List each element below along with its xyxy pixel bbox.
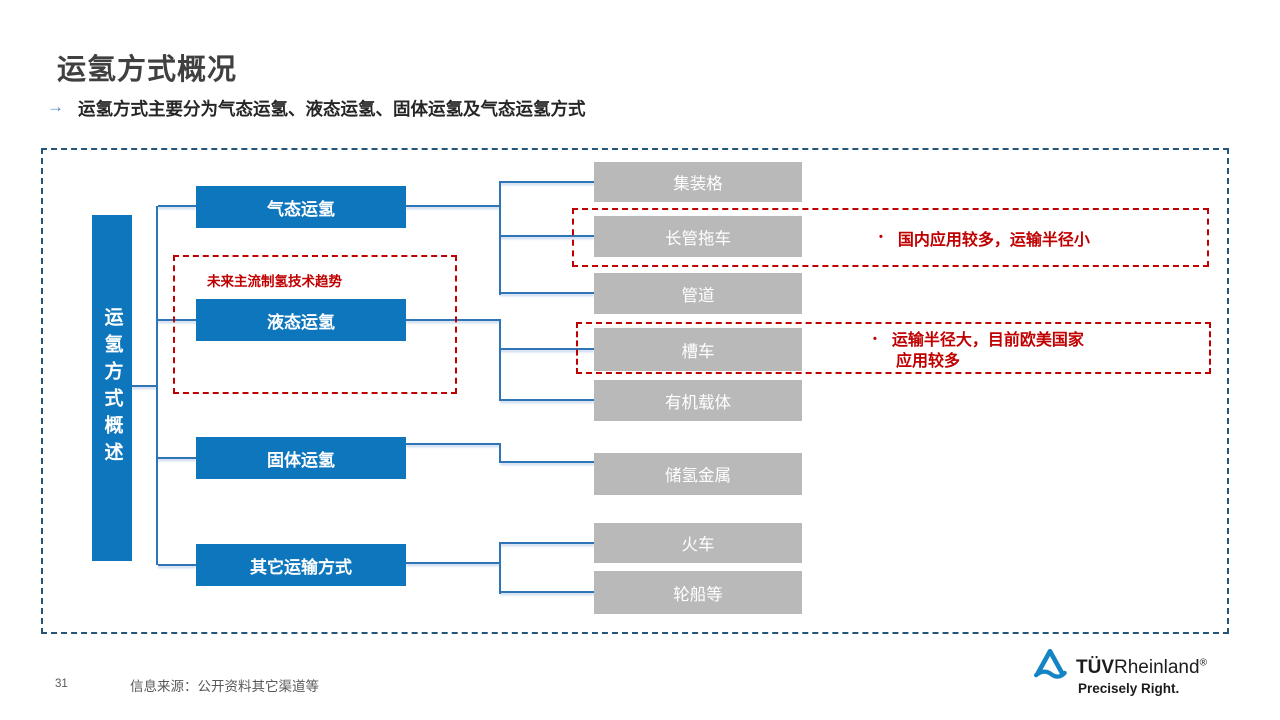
connector-line [500, 591, 594, 593]
page-title: 运氢方式概况 [57, 54, 238, 86]
connector-line [406, 319, 500, 321]
diagram-frame [41, 148, 1229, 634]
connector-line [500, 292, 594, 294]
future-trend-label: 未来主流制氢技术趋势 [207, 274, 342, 289]
root-node: 运氢方式概述 [92, 215, 132, 561]
connector-line [132, 385, 157, 387]
connector-line [500, 181, 594, 183]
connector-line [499, 443, 501, 463]
brand-tuv: TÜV [1076, 657, 1114, 678]
connector-line [499, 319, 501, 401]
root-node-label: 运氢方式概述 [101, 307, 123, 469]
leaf-box-6: 储氢金属 [594, 453, 802, 495]
brand-text: TÜVRheinland® [1076, 657, 1207, 679]
annotation-text: 运输半径大，目前欧美国家 [891, 332, 1084, 349]
annotation-box-2: • 运输半径大，目前欧美国家 应用较多 [576, 322, 1211, 374]
leaf-box-7: 火车 [594, 523, 802, 563]
brand-rheinland: Rheinland [1114, 657, 1200, 678]
leaf-box-1: 集装格 [594, 162, 802, 202]
annotation-text: 国内应用较多，运输半径小 [897, 231, 1090, 249]
brand-tagline: Precisely Right. [1078, 681, 1180, 696]
connector-line [500, 542, 594, 544]
leaf-box-3: 管道 [594, 273, 802, 314]
connector-line [158, 564, 196, 566]
branch-box-other: 其它运输方式 [196, 544, 406, 586]
tuv-rheinland-logo: TÜVRheinland® Precisely Right. [1033, 645, 1233, 701]
leaf-box-2: 长管拖车 [594, 216, 802, 257]
connector-line [158, 319, 196, 321]
source-note: 信息来源：公开资料其它渠道等 [130, 679, 319, 694]
connector-line [406, 443, 500, 445]
registered-mark: ® [1199, 657, 1207, 669]
connector-line [158, 205, 196, 207]
connector-line [499, 542, 501, 594]
connector-line [156, 206, 158, 565]
branch-box-gas: 气态运氢 [196, 186, 406, 228]
connector-line [499, 181, 501, 295]
leaf-box-5: 有机载体 [594, 380, 802, 421]
branch-box-liquid: 液态运氢 [196, 299, 406, 341]
connector-line [500, 399, 594, 401]
subtitle: 运氢方式主要分为气态运氢、液态运氢、固体运氢及气态运氢方式 [78, 99, 586, 119]
leaf-box-8: 轮船等 [594, 571, 802, 614]
leaf-box-4: 槽车 [594, 328, 802, 371]
tuv-triangle-icon [1033, 648, 1067, 679]
annotation-box-1: • 国内应用较多，运输半径小 [572, 208, 1209, 267]
arrow-bullet-icon: → [47, 97, 64, 116]
connector-line [500, 461, 594, 463]
bullet-icon: • [879, 230, 883, 243]
connector-line [158, 457, 196, 459]
branch-box-solid: 固体运氢 [196, 437, 406, 479]
annotation-text: 应用较多 [896, 353, 961, 370]
future-trend-box: 未来主流制氢技术趋势 [173, 255, 457, 394]
connector-line [406, 205, 500, 207]
connector-line [500, 348, 594, 350]
bullet-icon: • [873, 333, 877, 345]
connector-line [406, 562, 500, 564]
connector-line [500, 235, 594, 237]
page-number: 31 [55, 678, 68, 690]
